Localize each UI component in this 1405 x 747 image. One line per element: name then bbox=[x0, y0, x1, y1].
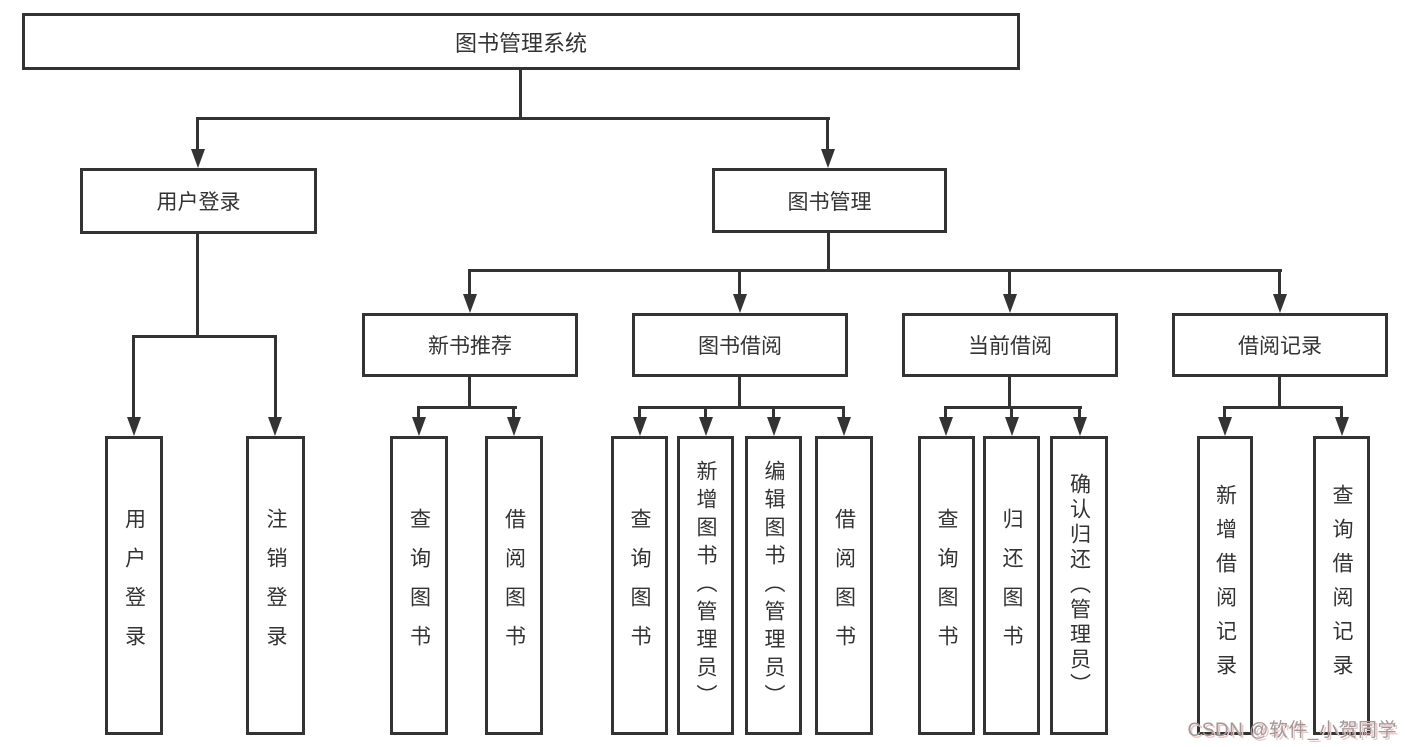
connector-line bbox=[842, 406, 845, 420]
connector-line bbox=[738, 377, 741, 409]
connector-line bbox=[468, 269, 471, 297]
node-label: 查询图书 bbox=[628, 507, 651, 664]
connector-arrow bbox=[127, 417, 141, 436]
node-leaf-add-borrow-record: 新增借阅记录 bbox=[1197, 436, 1253, 735]
connector-line bbox=[132, 335, 277, 338]
connector-arrow bbox=[733, 294, 747, 313]
node-leaf-add-book-admin: 新增图书（管理员） bbox=[677, 436, 734, 735]
node-leaf-logout-login: 注销登录 bbox=[246, 436, 305, 735]
connector-line bbox=[772, 406, 775, 420]
connector-arrow bbox=[268, 417, 282, 436]
node-label: 归还图书 bbox=[1000, 507, 1023, 664]
connector-line bbox=[944, 406, 947, 420]
node-label: 查询图书 bbox=[407, 507, 431, 664]
node-leaf-confirm-return-admin: 确认归还（管理员） bbox=[1050, 436, 1108, 735]
connector-line bbox=[826, 117, 829, 151]
node-label: 编辑图书（管理员） bbox=[762, 459, 785, 712]
connector-line bbox=[196, 117, 199, 151]
csdn-watermark: CSDN @软件_小贺同学 bbox=[1187, 720, 1397, 742]
node-label: 图书管理系统 bbox=[454, 30, 587, 56]
node-leaf-edit-book-admin: 编辑图书（管理员） bbox=[745, 436, 802, 735]
connector-arrow bbox=[191, 149, 205, 168]
connector-arrow bbox=[1273, 294, 1287, 313]
node-leaf-return-book: 归还图书 bbox=[983, 436, 1040, 735]
connector-arrow bbox=[767, 417, 781, 436]
connector-arrow bbox=[1218, 417, 1232, 436]
connector-line bbox=[1340, 406, 1343, 420]
connector-line bbox=[1008, 377, 1011, 409]
node-user-login: 用户登录 bbox=[80, 168, 317, 234]
connector-line bbox=[1010, 406, 1013, 420]
node-system-root: 图书管理系统 bbox=[22, 13, 1020, 70]
connector-line bbox=[704, 406, 707, 420]
node-label: 借阅图书 bbox=[832, 507, 856, 664]
connector-line bbox=[132, 335, 135, 420]
connector-line bbox=[738, 269, 741, 297]
node-label: 图书管理 bbox=[787, 190, 872, 214]
connector-arrow bbox=[1003, 294, 1017, 313]
connector-line bbox=[274, 335, 277, 420]
connector-arrow bbox=[463, 294, 477, 313]
node-book-borrow: 图书借阅 bbox=[632, 313, 848, 377]
connector-arrow bbox=[633, 417, 647, 436]
node-label: 借阅图书 bbox=[502, 507, 526, 664]
node-current-borrow: 当前借阅 bbox=[902, 313, 1118, 377]
node-leaf-borrow-book-recommend: 借阅图书 bbox=[485, 436, 543, 735]
node-leaf-query-borrow-record: 查询借阅记录 bbox=[1313, 436, 1370, 735]
node-leaf-query-book-current: 查询图书 bbox=[918, 436, 975, 735]
connector-arrow bbox=[939, 417, 953, 436]
connector-line bbox=[512, 406, 515, 420]
connector-arrow bbox=[1335, 417, 1349, 436]
connector-arrow bbox=[507, 417, 521, 436]
connector-line bbox=[827, 233, 830, 272]
connector-line bbox=[196, 234, 199, 338]
node-book-management: 图书管理 bbox=[712, 168, 947, 233]
node-new-book-recommend: 新书推荐 bbox=[362, 313, 578, 377]
connector-line bbox=[1223, 406, 1343, 409]
connector-line bbox=[1278, 377, 1281, 409]
connector-arrow bbox=[699, 417, 713, 436]
connector-line bbox=[468, 377, 471, 409]
node-label: 新书推荐 bbox=[428, 335, 512, 358]
connector-arrow bbox=[837, 417, 851, 436]
connector-line bbox=[519, 70, 522, 120]
node-borrow-record: 借阅记录 bbox=[1172, 313, 1388, 377]
node-label: 确认归还（管理员） bbox=[1067, 473, 1091, 698]
connector-line bbox=[1278, 269, 1281, 297]
node-label: 当前借阅 bbox=[968, 335, 1052, 358]
node-leaf-borrow-book: 借阅图书 bbox=[815, 436, 873, 735]
connector-arrow bbox=[1005, 417, 1019, 436]
connector-line bbox=[638, 406, 845, 409]
connector-arrow bbox=[412, 417, 426, 436]
connector-line bbox=[944, 406, 1082, 409]
node-label: 新增图书（管理员） bbox=[694, 459, 717, 712]
connector-line bbox=[417, 406, 517, 409]
connector-arrow bbox=[821, 149, 835, 168]
node-label: 用户登录 bbox=[122, 507, 146, 664]
node-label: 用户登录 bbox=[156, 191, 241, 214]
connector-line bbox=[1223, 406, 1226, 420]
node-label: 新增借阅记录 bbox=[1213, 483, 1237, 688]
connector-line bbox=[196, 117, 830, 120]
connector-line bbox=[1078, 406, 1081, 420]
connector-line bbox=[417, 406, 420, 420]
node-label: 图书借阅 bbox=[698, 335, 782, 358]
node-leaf-user-login: 用户登录 bbox=[105, 436, 163, 735]
connector-line bbox=[638, 406, 641, 420]
connector-arrow bbox=[1073, 417, 1087, 436]
node-label: 查询借阅记录 bbox=[1330, 483, 1353, 688]
node-label: 注销登录 bbox=[264, 507, 287, 664]
connector-line bbox=[468, 269, 1282, 272]
node-label: 借阅记录 bbox=[1238, 335, 1322, 358]
node-leaf-query-book-recommend: 查询图书 bbox=[390, 436, 448, 735]
connector-line bbox=[1008, 269, 1011, 297]
node-label: 查询图书 bbox=[935, 507, 958, 664]
node-leaf-query-book-borrow: 查询图书 bbox=[611, 436, 668, 735]
